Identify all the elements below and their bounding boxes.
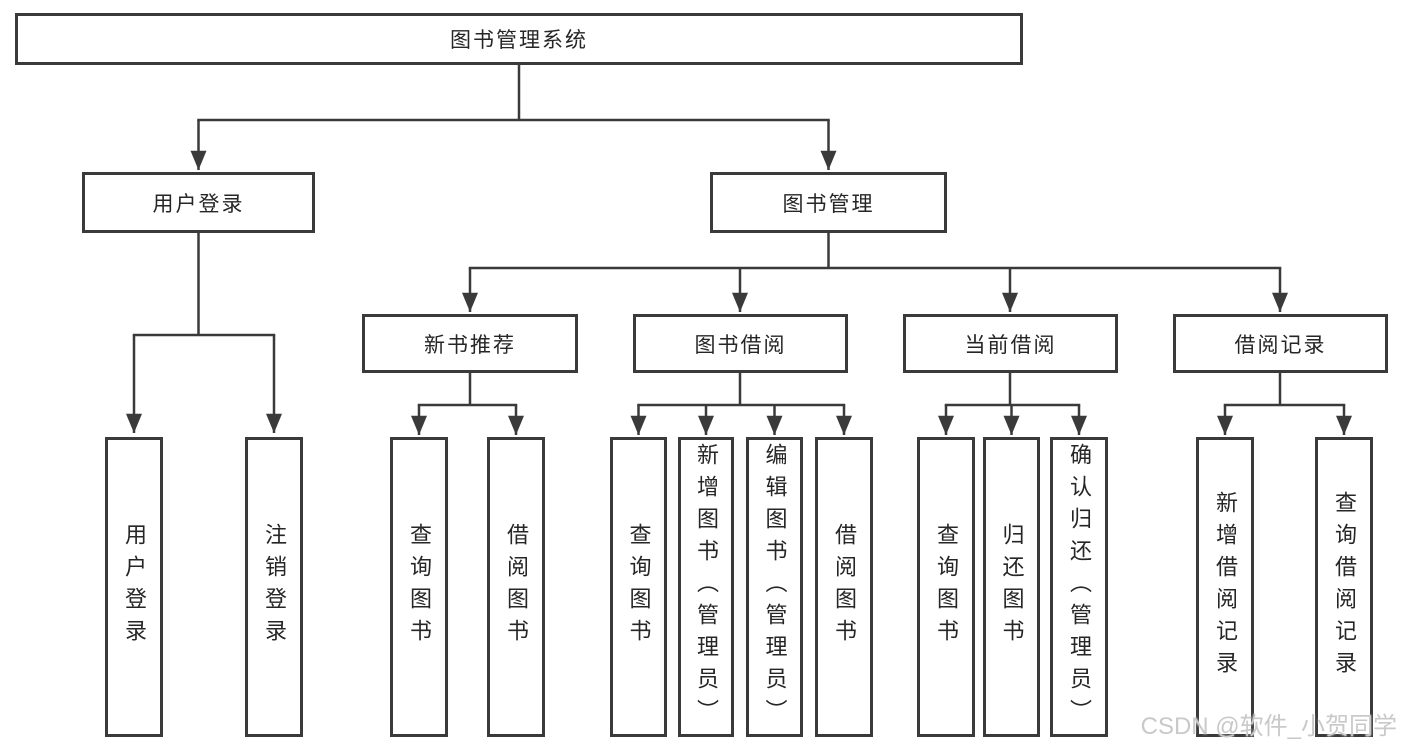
node-label: 借阅记录 [1234, 333, 1327, 357]
leaf-br-add-record: 新增借阅记录 [1196, 437, 1254, 737]
leaf-bb-borrow-books: 借阅图书 [815, 437, 873, 737]
node-label: 查询借阅记录 [1332, 491, 1357, 683]
leaf-bb-edit-books-admin: 编辑图书（管理员） [746, 437, 803, 737]
node-label: 查询图书 [626, 523, 652, 651]
node-book-borrow: 图书借阅 [633, 314, 848, 373]
leaf-br-query-record: 查询借阅记录 [1315, 437, 1373, 737]
node-label: 图书借阅 [694, 333, 787, 357]
node-label: 图书管理 [782, 192, 875, 216]
node-label: 当前借阅 [964, 333, 1057, 357]
node-label: 借阅图书 [504, 523, 529, 651]
watermark-text: CSDN @软件_小贺同学 [1140, 713, 1397, 740]
node-current-borrow: 当前借阅 [903, 314, 1118, 373]
leaf-logout: 注销登录 [245, 437, 303, 737]
leaf-cb-query-books: 查询图书 [917, 437, 975, 737]
node-label: 查询图书 [934, 523, 959, 651]
node-label: 新增借阅记录 [1213, 491, 1238, 683]
leaf-nb-borrow-books: 借阅图书 [487, 437, 545, 737]
leaf-user-login: 用户登录 [105, 437, 163, 737]
node-user-login: 用户登录 [82, 172, 315, 233]
node-label: 图书管理系统 [450, 29, 588, 52]
node-label: 归还图书 [999, 523, 1025, 651]
node-label: 用户登录 [122, 523, 147, 651]
leaf-bb-add-books-admin: 新增图书（管理员） [678, 437, 734, 737]
node-root: 图书管理系统 [15, 13, 1023, 65]
node-label: 借阅图书 [832, 523, 857, 651]
leaf-bb-query-books: 查询图书 [610, 437, 667, 737]
leaf-cb-return-books: 归还图书 [983, 437, 1040, 737]
leaf-nb-query-books: 查询图书 [390, 437, 448, 737]
node-label: 编辑图书（管理员） [762, 443, 788, 731]
node-new-book-recommend: 新书推荐 [362, 314, 578, 373]
leaf-cb-confirm-return-admin: 确认归还（管理员） [1050, 437, 1108, 737]
node-label: 用户登录 [152, 192, 245, 216]
node-label: 新书推荐 [424, 333, 516, 357]
node-book-management: 图书管理 [710, 172, 947, 233]
node-label: 新增图书（管理员） [694, 443, 719, 731]
node-label: 注销登录 [262, 523, 287, 651]
node-borrow-records: 借阅记录 [1173, 314, 1388, 373]
node-label: 查询图书 [407, 523, 432, 651]
node-label: 确认归还（管理员） [1067, 443, 1092, 731]
